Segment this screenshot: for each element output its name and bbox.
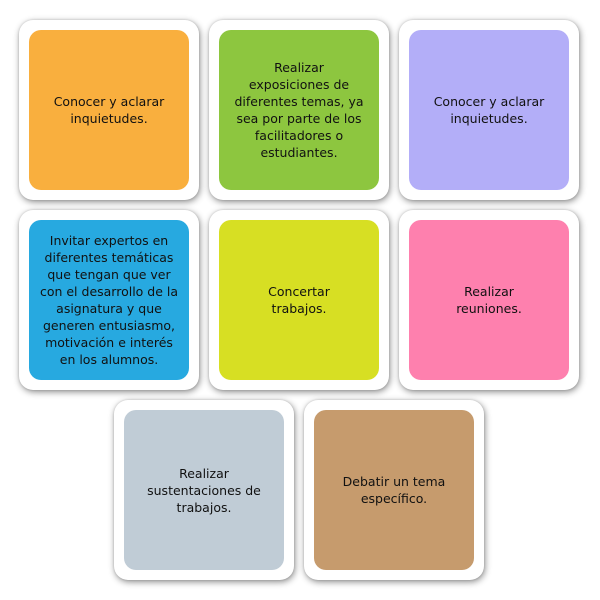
activity-card-6: Realizar reuniones. — [399, 210, 579, 390]
activity-card-7: Realizar sustentaciones de trabajos. — [114, 400, 294, 580]
activity-tile-6: Realizar reuniones. — [409, 220, 569, 380]
activity-tile-2: Realizar exposiciones de diferentes tema… — [219, 30, 379, 190]
activity-card-5: Concertar trabajos. — [209, 210, 389, 390]
activity-card-8: Debatir un tema específico. — [304, 400, 484, 580]
activity-text-7: Realizar sustentaciones de trabajos. — [147, 465, 261, 515]
activity-tile-4: Invitar expertos en diferentes temáticas… — [29, 220, 189, 380]
activity-tile-7: Realizar sustentaciones de trabajos. — [124, 410, 284, 570]
activity-card-3: Conocer y aclarar inquietudes. — [399, 20, 579, 200]
activity-text-3: Conocer y aclarar inquietudes. — [433, 94, 545, 126]
activity-text-6: Realizar reuniones. — [456, 284, 522, 316]
activity-tile-1: Conocer y aclarar inquietudes. — [29, 30, 189, 190]
activity-text-8: Debatir un tema específico. — [342, 474, 446, 506]
activity-card-2: Realizar exposiciones de diferentes tema… — [209, 20, 389, 200]
activity-text-2: Realizar exposiciones de diferentes tema… — [234, 60, 364, 160]
activity-text-5: Concertar trabajos. — [268, 284, 330, 316]
activity-text-4: Invitar expertos en diferentes temáticas… — [39, 233, 179, 367]
activity-text-1: Conocer y aclarar inquietudes. — [53, 94, 165, 126]
activity-card-1: Conocer y aclarar inquietudes. — [19, 20, 199, 200]
activity-tile-3: Conocer y aclarar inquietudes. — [409, 30, 569, 190]
activity-tile-5: Concertar trabajos. — [219, 220, 379, 380]
activity-tile-8: Debatir un tema específico. — [314, 410, 474, 570]
activity-card-4: Invitar expertos en diferentes temáticas… — [19, 210, 199, 390]
